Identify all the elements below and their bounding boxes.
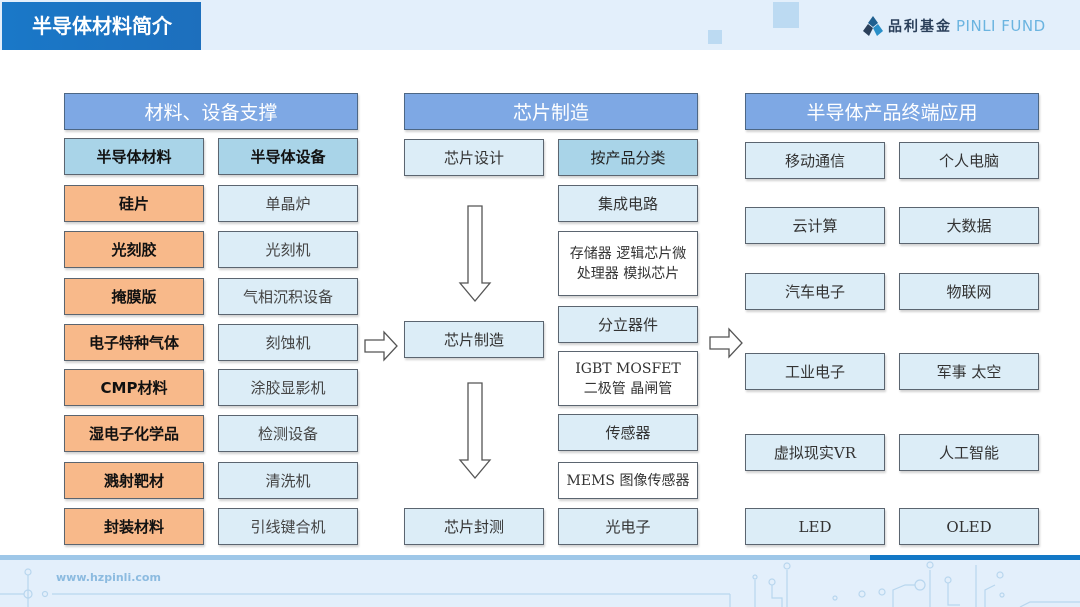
materials-equipment-header: 材料、设备支撑: [64, 93, 358, 130]
application-item: 云计算: [745, 207, 885, 244]
material-item: 光刻胶: [64, 231, 204, 268]
application-item: 物联网: [899, 273, 1039, 310]
website-url: www.hzpinli.com: [56, 571, 161, 584]
logo-chinese-text: 品利基金: [888, 19, 952, 35]
footer-stripe: [0, 555, 870, 560]
material-item: CMP材料: [64, 369, 204, 406]
application-item: 人工智能: [899, 434, 1039, 471]
applications-header: 半导体产品终端应用: [745, 93, 1039, 130]
material-item: 硅片: [64, 185, 204, 222]
brand-logo: 品利基金 PINLI FUND: [862, 14, 1046, 38]
category-discrete-devices: 分立器件: [558, 306, 698, 343]
chip-packaging-test-step: 芯片封测: [404, 508, 544, 545]
category-detail-discrete-devices: IGBT MOSFET 二极管 晶闸管: [558, 351, 698, 406]
materials-subheader: 半导体材料: [64, 138, 204, 175]
equipment-item: 气相沉积设备: [218, 278, 358, 315]
material-item: 湿电子化学品: [64, 415, 204, 452]
footer-band: [0, 555, 1080, 607]
page-title: 半导体材料简介: [2, 2, 201, 50]
equipment-item: 清洗机: [218, 462, 358, 499]
footer-stripe-accent: [870, 555, 1080, 560]
right-arrow-icon: [709, 327, 743, 359]
chip-manufacturing-header: 芯片制造: [404, 93, 698, 130]
application-item: LED: [745, 508, 885, 545]
detail-line: 存储器 逻辑芯片微: [569, 245, 687, 262]
decorative-square: [773, 2, 799, 28]
material-item: 掩膜版: [64, 278, 204, 315]
chip-fabrication-step: 芯片制造: [404, 321, 544, 358]
category-optoelectronics: 光电子: [558, 508, 698, 545]
equipment-item: 涂胶显影机: [218, 369, 358, 406]
application-item: 移动通信: [745, 142, 885, 179]
category-detail-sensors: MEMS 图像传感器: [558, 462, 698, 499]
material-item: 溅射靶材: [64, 462, 204, 499]
pinli-logo-icon: [863, 16, 883, 36]
category-subheader: 按产品分类: [558, 139, 698, 176]
application-item: 汽车电子: [745, 273, 885, 310]
down-arrow-icon: [458, 205, 492, 303]
down-arrow-icon: [458, 382, 492, 480]
decorative-square: [708, 30, 722, 44]
equipment-item: 光刻机: [218, 231, 358, 268]
equipment-subheader: 半导体设备: [218, 138, 358, 175]
equipment-item: 引线键合机: [218, 508, 358, 545]
circuit-decoration-icon: [0, 561, 1080, 607]
detail-line: 二极管 晶闸管: [583, 380, 673, 397]
application-item: OLED: [899, 508, 1039, 545]
material-item: 电子特种气体: [64, 324, 204, 361]
category-integrated-circuit: 集成电路: [558, 185, 698, 222]
detail-line: 处理器 模拟芯片: [576, 265, 680, 282]
chip-design-step: 芯片设计: [404, 139, 544, 176]
logo-english-text: PINLI FUND: [956, 17, 1046, 35]
detail-line: IGBT MOSFET: [575, 360, 681, 377]
application-item: 个人电脑: [899, 142, 1039, 179]
application-item: 军事 太空: [899, 353, 1039, 390]
equipment-item: 单晶炉: [218, 185, 358, 222]
equipment-item: 检测设备: [218, 415, 358, 452]
right-arrow-icon: [364, 330, 398, 362]
material-item: 封装材料: [64, 508, 204, 545]
application-item: 大数据: [899, 207, 1039, 244]
application-item: 工业电子: [745, 353, 885, 390]
category-sensors: 传感器: [558, 414, 698, 451]
application-item: 虚拟现实VR: [745, 434, 885, 471]
equipment-item: 刻蚀机: [218, 324, 358, 361]
category-detail-integrated-circuit: 存储器 逻辑芯片微 处理器 模拟芯片: [558, 231, 698, 296]
